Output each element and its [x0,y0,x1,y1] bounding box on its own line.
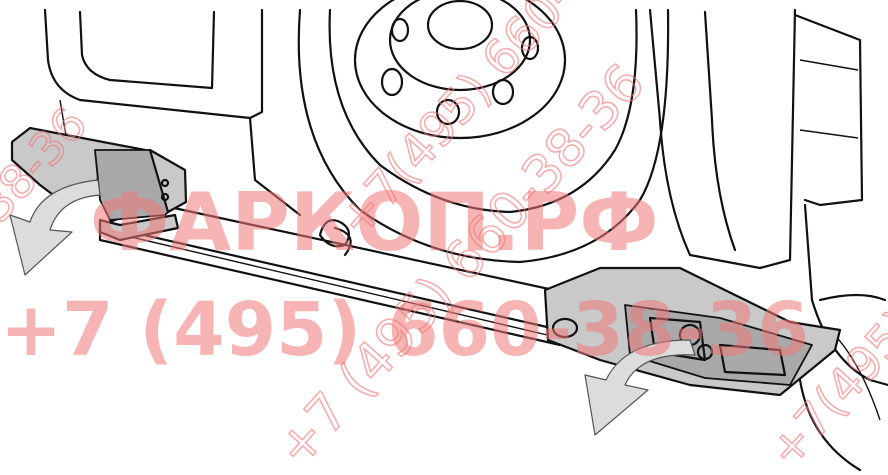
install-direction-arrow-right [584,339,696,436]
left-mounting-bracket [10,126,188,242]
wheel-lug-holes [380,17,540,126]
watermark-phone: +7 (495) 660-38-36 [0,287,809,373]
spare-wheel [297,0,670,264]
install-direction-arrow-left [9,179,101,276]
watermark-brand: ФАРКОП.РФ [90,176,659,269]
